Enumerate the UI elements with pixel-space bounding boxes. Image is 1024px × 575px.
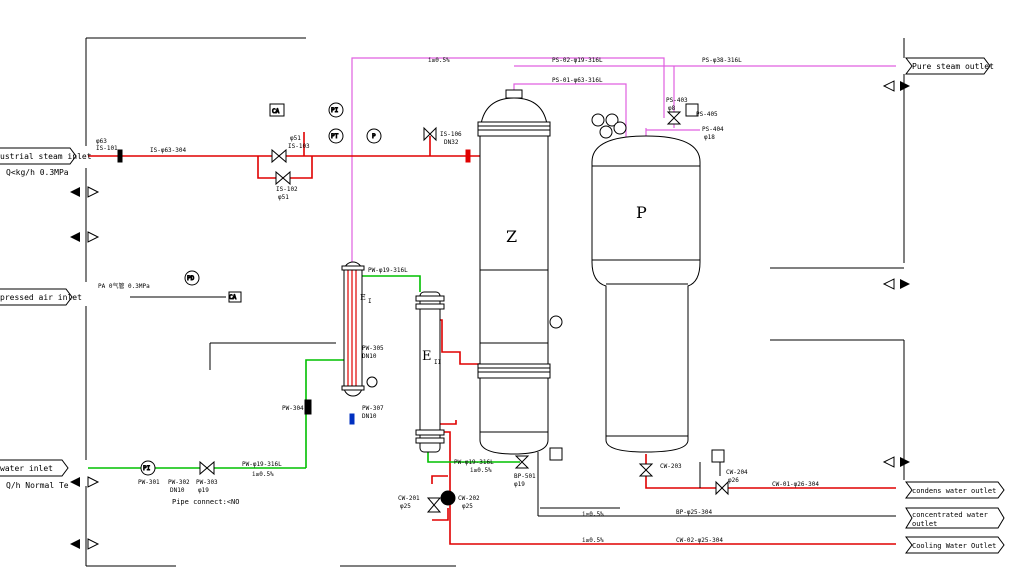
lbl-pw307: PW-307 [362, 405, 384, 412]
lbl-bp501: BP-501 [514, 473, 536, 480]
notes: Q<kg/h 0.3MPa Q/h Normal Te Pipe connect… [6, 168, 239, 506]
valves[interactable] [117, 111, 729, 513]
steam-lines [88, 132, 896, 545]
lbl-ps02: PS-02-φ19-316L [552, 57, 603, 64]
exchanger-e1[interactable]: E I [341, 261, 372, 397]
lbl-cw203: CW-203 [660, 463, 682, 470]
lbl-ps01: PS-01-φ63-316L [552, 77, 603, 84]
lbl-cw01: CW-01-φ26-304 [772, 481, 819, 488]
pa-note: PA 0气管 0.3MPa [98, 282, 150, 290]
pure-steam-outlet: Pure steam outlet [912, 62, 994, 71]
lbl-phi51b: φ51 [278, 194, 289, 201]
flange-is101 [117, 149, 123, 163]
io-labels: ustrial steam inlet pressed air inlet wa… [0, 62, 996, 550]
lbl-pw-mid: PW-φ19-316L [454, 459, 494, 466]
lbl-pw302: PW-302 [168, 479, 190, 486]
lbl-dn10a: DN10 [362, 353, 377, 360]
flange-is-main [465, 149, 471, 163]
exchanger-e1-label: E [360, 293, 366, 302]
io-boxes[interactable] [0, 57, 1005, 554]
lbl-slope-3: i≥0.5% [470, 467, 492, 474]
lbl-phi8: φ8 [668, 105, 676, 112]
exchanger-e2[interactable]: E II [415, 291, 445, 453]
lbl-phi26: φ26 [728, 477, 739, 484]
lbl-dn10b: DN10 [362, 413, 377, 420]
lbl-ps03: PS-φ38-316L [702, 57, 742, 64]
lbl-pw303: PW-303 [196, 479, 218, 486]
inst-pi-1: PI [331, 107, 339, 114]
lbl-ps405: PS-405 [696, 111, 718, 118]
compressed-air-inlet: pressed air inlet [0, 293, 82, 302]
inst-pd: PD [187, 275, 195, 282]
lbl-is106: IS-106 [440, 131, 462, 138]
valve-cw203 [638, 463, 654, 477]
valve-bp501 [514, 455, 530, 469]
lbl-cw204: CW-204 [726, 469, 748, 476]
lbl-pw-upper: PW-φ19-316L [368, 267, 408, 274]
lbl-phi19b: φ19 [514, 481, 525, 488]
vessel-z-label: Z [506, 227, 517, 246]
water-inlet: water inlet [0, 464, 53, 473]
black-lines [130, 296, 896, 517]
lbl-cw201: CW-201 [398, 495, 420, 502]
vessel-p[interactable]: P [591, 135, 701, 453]
water-lines [88, 275, 520, 469]
lbl-bp-line: BP-φ25-304 [676, 509, 713, 516]
lbl-phi51a: φ51 [290, 135, 301, 142]
exchanger-e2-label: E [422, 349, 432, 364]
lbl-ps404: PS-404 [702, 126, 724, 133]
lbl-is103: IS-103 [288, 143, 310, 150]
vessel-z[interactable]: Z [477, 89, 551, 455]
lbl-ps403: PS-403 [666, 97, 688, 104]
inst-pt-1: PT [331, 133, 339, 140]
concentrated-water-outlet-2: outlet [912, 520, 937, 528]
lbl-slope-1: i≥0.5% [428, 57, 450, 64]
lbl-phi25: φ25 [400, 503, 411, 510]
inst-ca-2: CA [229, 294, 237, 301]
lbl-is102: IS-102 [276, 186, 298, 193]
lbl-pw-lower: PW-φ19-316L [242, 461, 282, 468]
valve-is106 [423, 126, 437, 142]
direction-arrows [70, 80, 910, 550]
pipe-labels: φ63 IS-101 IS-φ63-304 φ51 IS-103 IS-102 … [96, 57, 819, 544]
instruments[interactable]: CA PI PT P PD PI CA [140, 102, 725, 506]
frame [85, 37, 905, 567]
lbl-slope-2: i≥0.5% [252, 471, 274, 478]
lbl-slope-5: i≥0.5% [582, 537, 604, 544]
lbl-pw305: PW-305 [362, 345, 384, 352]
pipe-connect-note: Pipe connect:<NO [172, 498, 239, 506]
lbl-phi25b: φ25 [462, 503, 473, 510]
lbl-dn32: DN32 [444, 139, 459, 146]
lbl-phi63: φ63 [96, 138, 107, 145]
lbl-dn10c: DN10 [170, 487, 185, 494]
vessel-p-label: P [636, 203, 647, 222]
valve-cw201 [426, 497, 442, 513]
lbl-phi18: φ18 [704, 134, 715, 141]
valve-is102 [275, 170, 291, 186]
valve-pw303 [199, 460, 215, 476]
lbl-slope-4: i≥0.5% [582, 511, 604, 518]
lbl-phi19a: φ19 [198, 487, 209, 494]
inst-ca-1: CA [272, 108, 280, 115]
inst-p-1: P [372, 133, 376, 140]
valve-ps403 [666, 111, 682, 125]
condens-water-outlet: condens water outlet [912, 487, 996, 495]
lbl-cw02: CW-02-φ25-304 [676, 537, 723, 544]
inst-pi-2: PI [143, 465, 151, 472]
lbl-is101: IS-101 [96, 145, 118, 152]
exchanger-e1-sub: I [368, 298, 372, 305]
valve-cw204 [715, 480, 729, 496]
steam-flow-note: Q<kg/h 0.3MPa [6, 168, 69, 177]
exchanger-e2-sub: II [434, 359, 442, 366]
water-flow-note: Q/h Normal Te [6, 481, 69, 490]
lbl-pw301: PW-301 [138, 479, 160, 486]
lbl-is-main: IS-φ63-304 [150, 147, 187, 154]
lbl-cw202: CW-202 [458, 495, 480, 502]
concentrated-water-outlet-1: concentrated water [912, 511, 988, 519]
valve-is103 [271, 148, 287, 164]
industrial-steam-inlet: ustrial steam inlet [0, 152, 92, 161]
lbl-pw304: PW-304 [282, 405, 304, 412]
cooling-water-outlet: Cooling Water Outlet [912, 542, 996, 550]
